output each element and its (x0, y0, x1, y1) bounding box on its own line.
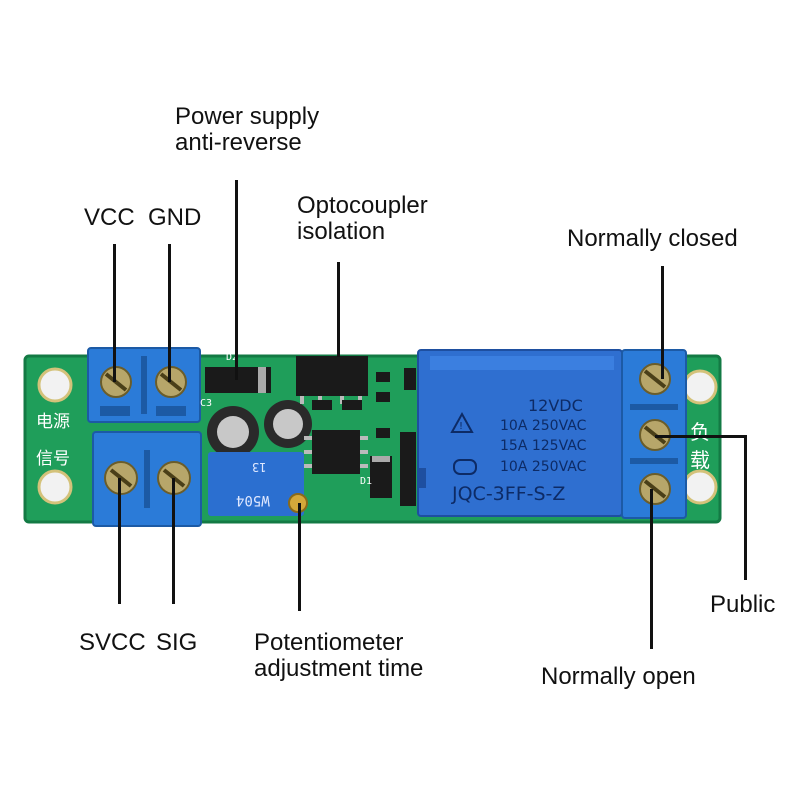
silk-c3: C3 (200, 398, 213, 409)
pot-marking: W504 (236, 492, 270, 508)
relay: ! (417, 349, 623, 517)
leader-potentiometer (298, 503, 301, 611)
label-normally-open: Normally open (541, 663, 696, 690)
power-terminal-block (87, 347, 201, 423)
leader-svcc (118, 478, 121, 604)
relay-line2: 10A 250VAC (500, 418, 587, 434)
signal-terminal-block (92, 431, 202, 527)
timer-ic (304, 430, 368, 474)
silk-d1: D1 (360, 476, 373, 487)
leader-gnd (168, 244, 171, 382)
label-svcc: SVCC (79, 629, 146, 656)
potentiometer (208, 452, 308, 516)
relay-line3: 15A 125VAC (500, 438, 587, 454)
smd-components (312, 368, 416, 506)
leader-normally-closed (661, 266, 664, 379)
diode-d2 (205, 367, 271, 393)
relay-model: JQC-3FF-S-Z (452, 483, 566, 505)
leader-public-h (655, 435, 747, 438)
leader-vcc (113, 244, 116, 382)
silk-power: 电源 (36, 412, 70, 432)
label-sig: SIG (156, 629, 198, 656)
leader-power-supply (235, 180, 238, 380)
svg-text:!: ! (459, 421, 463, 432)
leader-normally-open (650, 489, 653, 649)
label-power-supply: Power supply anti-reverse (175, 103, 320, 156)
relay-line4: 10A 250VAC (500, 459, 587, 475)
label-potentiometer: Potentiometer adjustment time (254, 629, 424, 682)
silk-d2: D2 (226, 352, 239, 363)
label-vcc: VCC (84, 204, 135, 231)
relay-line1: 12VDC (528, 396, 583, 415)
load-terminal-block (621, 349, 687, 519)
silk-load-1: 负 (690, 420, 710, 444)
label-gnd: GND (148, 204, 202, 231)
leader-sig (172, 478, 175, 604)
label-public: Public (710, 591, 776, 618)
label-normally-closed: Normally closed (567, 225, 738, 252)
silk-load-2: 载 (690, 448, 710, 472)
optocoupler-chip (296, 356, 368, 404)
leader-optocoupler (337, 262, 340, 357)
silk-signal: 信号 (36, 449, 70, 469)
capacitor-icon (207, 400, 312, 458)
label-optocoupler: Optocoupler isolation (297, 192, 428, 245)
leader-public-v (744, 435, 747, 580)
silk-13: 13 (252, 460, 267, 474)
